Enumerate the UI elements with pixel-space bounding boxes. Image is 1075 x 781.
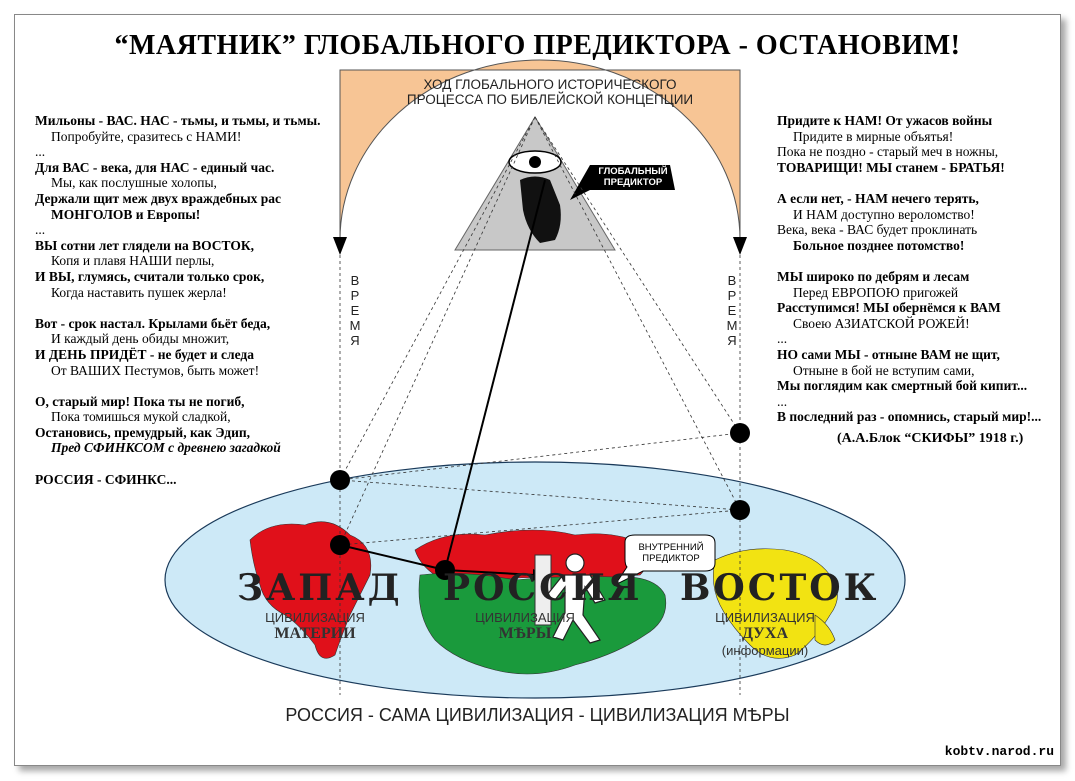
historical-process-label: ХОД ГЛОБАЛЬНОГО ИСТОРИЧЕСКОГО ПРОЦЕССА П…: [375, 77, 725, 107]
time-char: М: [349, 318, 361, 333]
russia-civ: ЦИВИЛИЗАЦИЯ МѢРЫ: [455, 610, 595, 643]
poem-line: Остановись, премудрый, как Эдип,: [35, 424, 251, 440]
poem-line: Расступимся! МЫ обернёмся к ВАМ: [777, 300, 1001, 316]
east-label: ВОСТОК: [680, 567, 880, 609]
right-poem: Придите к НАМ! От ужасов войны Придите в…: [777, 113, 1041, 446]
poem-line: Вот - срок настал. Крылами бьёт беда,: [35, 315, 271, 331]
poem-line: Когда наставить пушек жерла!: [51, 284, 227, 300]
west-civ-type: МАТЕРИИ: [274, 625, 356, 642]
poem-line: МОНГОЛОВ и Европы!: [51, 206, 201, 222]
russia-label: РОССИЯ: [443, 567, 643, 609]
west-civ-sub: ЦИВИЛИЗАЦИЯ: [265, 610, 365, 625]
poem-line: Для ВАС - века, для НАС - единый час.: [35, 159, 275, 175]
time-char: Я: [350, 333, 360, 348]
site-link[interactable]: kobtv.narod.ru: [944, 744, 1054, 759]
node-russia: [435, 560, 455, 580]
poem-line: НО сами МЫ - отныне ВАМ не щит,: [777, 346, 1000, 362]
poem-gap: [777, 175, 1041, 191]
poem-line: От ВАШИХ Пестумов, быть может!: [51, 362, 260, 378]
time-label-left: В Р Е М Я: [345, 273, 365, 348]
inner-predictor-callout: [613, 534, 716, 587]
poem-gap: [777, 253, 1041, 269]
node-west-top: [330, 470, 350, 490]
poem-line: В последний раз - опомнись, старый мир!.…: [777, 409, 1042, 425]
node-west: [330, 535, 350, 555]
node-east-top: [730, 423, 750, 443]
predictor-figure-icon: [520, 176, 561, 243]
poem-line: РОССИЯ - СФИНКС...: [35, 471, 177, 487]
west-continent: [249, 521, 372, 659]
poem-line: Придите в мирные объятья!: [793, 128, 954, 144]
russia-civ-type: МѢРЫ: [498, 625, 552, 642]
poem-line: МЫ широко по дебрям и лесам: [777, 268, 970, 284]
page-title: “МАЯТНИК” ГЛОБАЛЬНОГО ПРЕДИКТОРА - ОСТАН…: [114, 30, 961, 61]
historical-process-box: [339, 59, 741, 241]
poem-line: Больное позднее потомство!: [793, 237, 965, 253]
box-line-1: ХОД ГЛОБАЛЬНОГО ИСТОРИЧЕСКОГО: [423, 77, 677, 92]
global-predictor-line-2: ПРЕДИКТОР: [603, 176, 663, 188]
poem-line: ВЫ сотни лет глядели на ВОСТОК,: [35, 237, 255, 253]
poem-line: Мильоны - ВАС. НАС - тьмы, и тьмы, и тьм…: [35, 113, 321, 128]
poem-line: Отныне в бой не вступим сами,: [793, 362, 975, 378]
right-arrow-head: [733, 237, 747, 255]
poem-line: И каждый день обиды множит,: [51, 331, 230, 347]
time-char: Р: [350, 288, 360, 303]
time-char: В: [727, 273, 737, 288]
left-poem: Мильоны - ВАС. НАС - тьмы, и тьмы, и тьм…: [35, 113, 321, 487]
poem-signature: (А.А.Блок “СКИФЫ” 1918 г.): [837, 430, 1024, 446]
poem-line: Мы, как послушные холопы,: [51, 175, 217, 191]
east-civ-type: ДУХА: [741, 625, 789, 642]
poem-gap: [35, 456, 321, 472]
poem-line: И НАМ доступно вероломство!: [793, 206, 975, 222]
poem-line: И ДЕНЬ ПРИДЁТ - не будет и следа: [35, 346, 254, 362]
inner-predictor-label: ВНУТРЕННИЙ ПРЕДИКТОР: [627, 542, 715, 564]
poem-line: ТОВАРИЩИ! МЫ станем - БРАТЬЯ!: [777, 159, 1005, 175]
east-civ-note: (информации): [721, 643, 809, 658]
global-predictor-callout: [570, 165, 675, 200]
poem-line: Мы поглядим как смертный бой кипит...: [777, 378, 1028, 394]
inner-predictor-line-1: ВНУТРЕННИЙ: [638, 542, 704, 553]
node-east: [730, 500, 750, 520]
poem-gap: [35, 378, 321, 394]
poem-gap: [35, 300, 321, 316]
poem-line: Перед ЕВРОПОЮ пригожей: [793, 284, 959, 300]
poster: “МАЯТНИК” ГЛОБАЛЬНОГО ПРЕДИКТОРА - ОСТАН…: [14, 14, 1061, 766]
time-char: М: [726, 318, 738, 333]
poem-line: ...: [35, 222, 46, 238]
pendulum-diagram: [164, 59, 906, 699]
time-char: Р: [727, 288, 737, 303]
west-civ: ЦИВИЛИЗАЦИЯ МАТЕРИИ: [245, 610, 385, 643]
poem-line: О, старый мир! Пока ты не погиб,: [35, 393, 245, 409]
time-char: Е: [350, 303, 360, 318]
poem-line: Придите к НАМ! От ужасов войны: [777, 113, 993, 128]
time-label-right: В Р Е М Я: [722, 273, 742, 348]
russia-civ-sub: ЦИВИЛИЗАЦИЯ: [475, 610, 575, 625]
poem-line: Попробуйте, сразитесь с НАМИ!: [51, 128, 242, 144]
bottom-caption: РОССИЯ - САМА ЦИВИЛИЗАЦИЯ - ЦИВИЛИЗАЦИЯ …: [285, 705, 790, 725]
poem-line: А если нет, - НАМ нечего терять,: [777, 190, 979, 206]
time-char: Я: [727, 333, 737, 348]
left-arrow-head: [333, 237, 347, 255]
poem-line: ...: [777, 393, 788, 409]
global-predictor-label: ГЛОБАЛЬНЫЙ ПРЕДИКТОР: [593, 166, 673, 188]
time-char: В: [350, 273, 360, 288]
west-label: ЗАПАД: [237, 567, 403, 609]
poem-line: ...: [777, 331, 788, 347]
poem-line: И ВЫ, глумясь, считали только срок,: [35, 268, 265, 284]
poem-line: Своею АЗИАТСКОЙ РОЖЕЙ!: [793, 315, 970, 331]
poem-line: Века, века - ВАС будет проклинать: [777, 222, 978, 238]
poem-line: Держали щит меж двух враждебных рас: [35, 190, 282, 206]
poem-line: ...: [35, 144, 46, 160]
time-char: Е: [727, 303, 737, 318]
east-civ-sub: ЦИВИЛИЗАЦИЯ: [715, 610, 815, 625]
box-line-2: ПРОЦЕССА ПО БИБЛЕЙСКОЙ КОНЦЕПЦИИ: [406, 92, 694, 107]
global-predictor-line-1: ГЛОБАЛЬНЫЙ: [598, 166, 668, 177]
poem-line: Пока томишься мукой сладкой,: [51, 409, 231, 425]
poem-line: Пока не поздно - старый меч в ножны,: [777, 144, 999, 160]
stop-man-icon: [546, 553, 606, 644]
east-civ: ЦИВИЛИЗАЦИЯ ДУХА (информации): [695, 610, 835, 658]
inner-predictor-line-2: ПРЕДИКТОР: [642, 552, 700, 564]
poem-line: Копя и плавя НАШИ перлы,: [51, 253, 215, 269]
poem-line: Пред СФИНКСОМ с древнею загадкой: [51, 440, 281, 456]
